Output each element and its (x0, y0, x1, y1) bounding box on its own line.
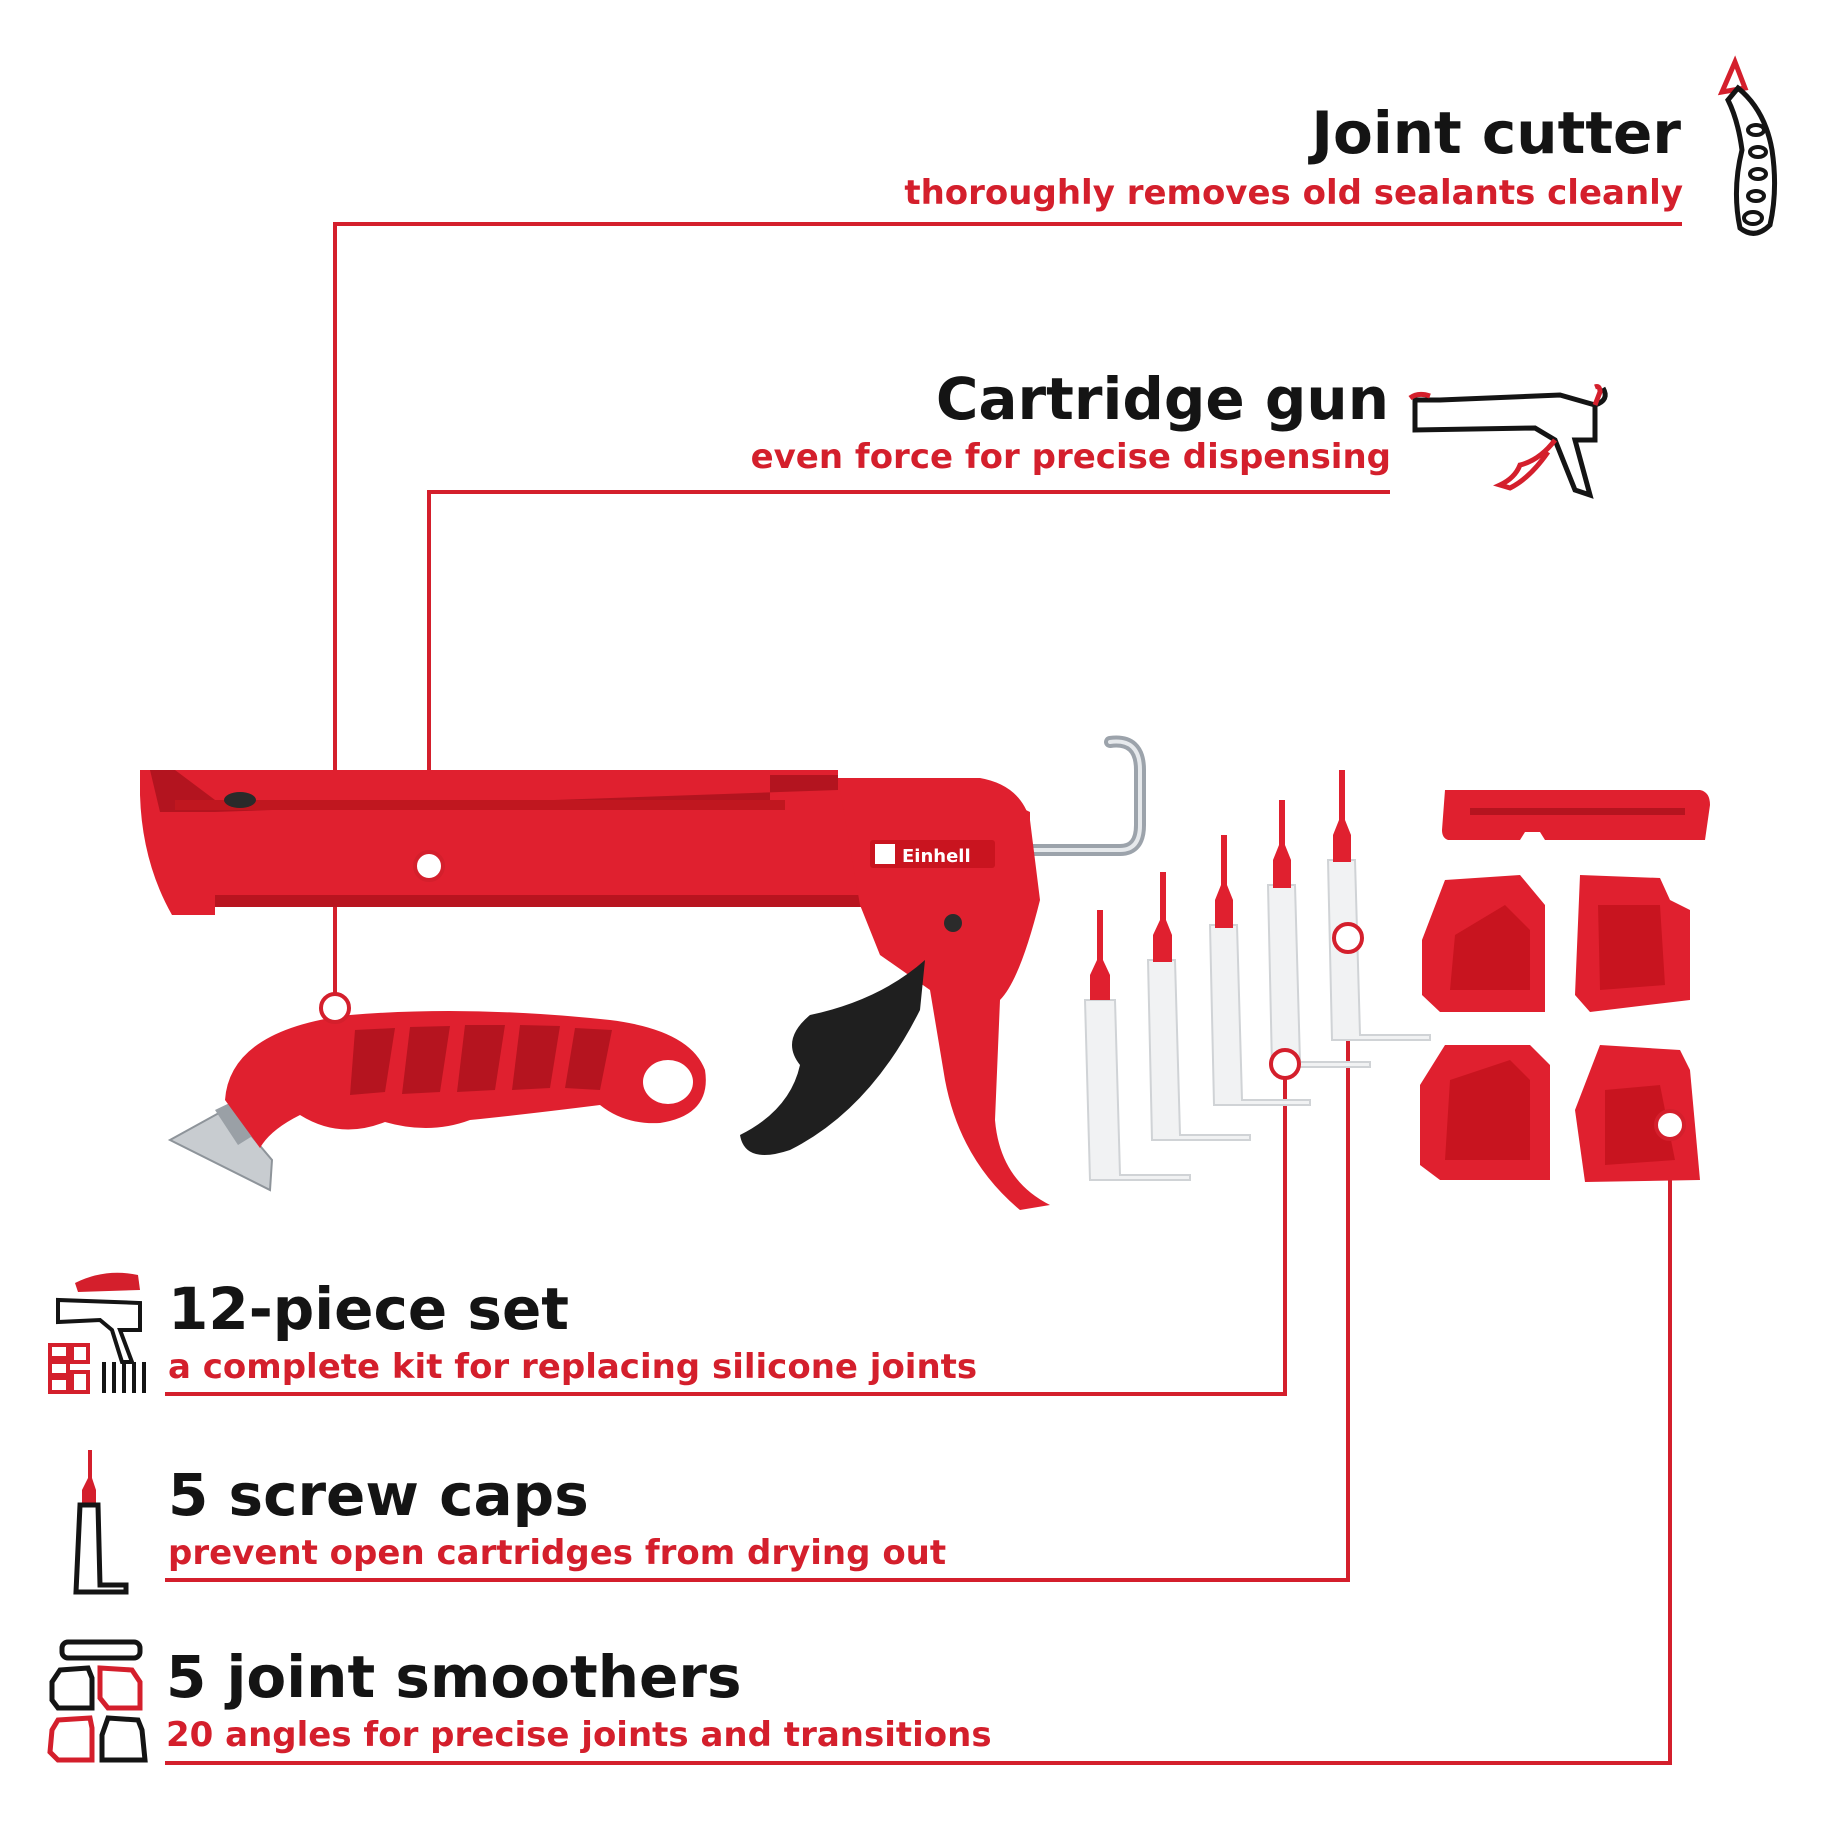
joint-cutter-product (167, 992, 706, 1192)
screw-cap-5 (1333, 770, 1351, 862)
marker-joint-smoothers (1654, 1109, 1686, 1141)
screw-cap-icon (73, 1450, 129, 1595)
brand-logo: Einhell (902, 846, 971, 867)
leader-line-joint-smoothers (165, 1125, 1672, 1765)
screw-cap-3 (1215, 835, 1233, 928)
cutter-hanging-hole (643, 1060, 693, 1104)
marker-cartridge-gun (413, 850, 445, 882)
gun-body (838, 778, 1050, 1210)
gun-hook-rod (1024, 735, 1146, 856)
joint-smoothers-subtitle: 20 angles for precise joints and transit… (166, 1715, 992, 1755)
joint-smoother-icon (47, 1639, 148, 1763)
marker-screw-caps (1332, 922, 1364, 954)
cutter-blade (167, 1106, 274, 1192)
set-title: 12-piece set (168, 1275, 570, 1343)
tool-set-icon (48, 1272, 146, 1394)
leader-line-set (165, 1064, 1287, 1396)
gun-plunger-disc (224, 792, 256, 808)
leader-line-screw-caps (165, 938, 1350, 1582)
cartridge-gun-icon (1408, 384, 1608, 499)
cutter-grip-slots (350, 1025, 612, 1095)
leader-line-joint-cutter (333, 222, 1682, 1008)
joint-cutter-icon (1717, 55, 1778, 236)
gun-trigger (740, 960, 925, 1155)
gun-logo-badge (870, 840, 995, 868)
cartridge-gun-product: Einhell (140, 735, 1146, 1210)
screw-caps-product (1083, 770, 1431, 1181)
joint-cutter-title: Joint cutter (1311, 99, 1681, 167)
leader-line-cartridge-gun (427, 490, 1390, 866)
joint-smoothers-title: 5 joint smoothers (166, 1643, 742, 1711)
cartridge-gun-title: Cartridge gun (935, 365, 1389, 433)
screw-cap-4 (1273, 800, 1291, 888)
screw-cap-2 (1153, 872, 1172, 962)
leader-lines (165, 222, 1682, 1765)
screw-caps-title: 5 screw caps (168, 1461, 589, 1529)
gun-pivot-screw (944, 914, 962, 932)
set-subtitle: a complete kit for replacing silicone jo… (168, 1347, 978, 1387)
marker-joint-cutter (319, 992, 351, 1024)
joint-cutter-subtitle: thoroughly removes old sealants cleanly (904, 173, 1683, 213)
cartridge-gun-subtitle: even force for precise dispensing (750, 437, 1391, 477)
joint-smoothers-product (1420, 790, 1710, 1182)
screw-cap-1 (1090, 910, 1110, 1000)
marker-set (1269, 1048, 1301, 1080)
screw-caps-subtitle: prevent open cartridges from drying out (168, 1533, 947, 1573)
